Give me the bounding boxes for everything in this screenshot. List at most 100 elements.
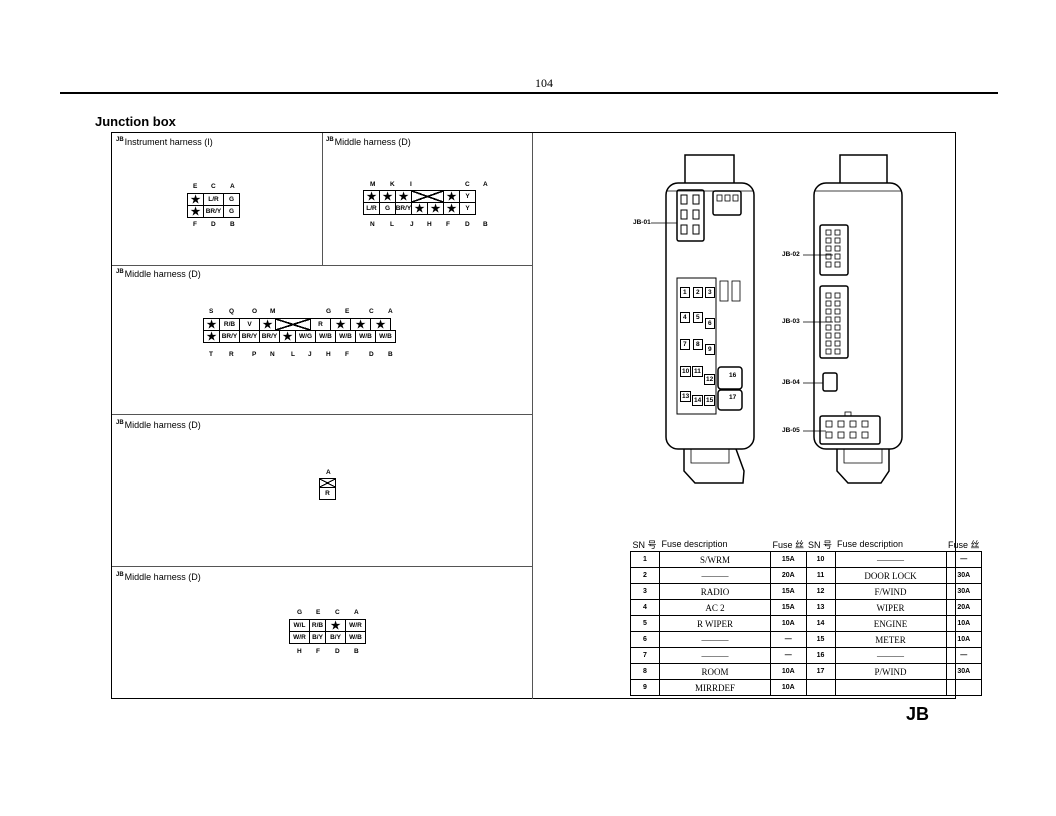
pin-label: R bbox=[229, 351, 234, 358]
column-header: Fuse 丝 bbox=[946, 537, 982, 552]
callout-label: JB-02 bbox=[782, 251, 800, 258]
table-cell: ENGINE bbox=[834, 615, 947, 632]
pin: ★ bbox=[279, 330, 296, 343]
table-cell: F/WIND bbox=[834, 583, 947, 600]
pin-label: N bbox=[370, 221, 375, 228]
pin-label: E bbox=[193, 183, 198, 190]
table-cell: 10A bbox=[945, 615, 983, 632]
table-cell: MIRRDEF bbox=[659, 679, 771, 696]
pin-label: J bbox=[410, 221, 414, 228]
panel-title: JBMiddle harness (D) bbox=[116, 572, 201, 582]
pin-label: D bbox=[465, 221, 470, 228]
table-cell: 9 bbox=[630, 679, 660, 696]
pin: W/B bbox=[345, 631, 366, 644]
pin: W/B bbox=[355, 330, 376, 343]
table-cell: RADIO bbox=[659, 583, 771, 600]
panel-divider bbox=[532, 133, 533, 699]
pin-label: H bbox=[427, 221, 432, 228]
pin: BR/Y bbox=[203, 205, 224, 218]
panel-title: JBInstrument harness (I) bbox=[116, 137, 213, 147]
pin-label: N bbox=[270, 351, 275, 358]
callout-label: JB-05 bbox=[782, 427, 800, 434]
pin: BR/Y bbox=[239, 330, 260, 343]
pin: R bbox=[319, 487, 336, 500]
fuse-slot: 15 bbox=[704, 395, 716, 406]
table-cell: ——— bbox=[659, 567, 771, 584]
pin-label: G bbox=[326, 308, 332, 315]
fuse-slot: 2 bbox=[693, 287, 703, 298]
pin-label: E bbox=[316, 609, 321, 616]
pin: Y bbox=[459, 202, 476, 215]
column-header: SN 号 bbox=[630, 537, 660, 552]
table-cell: 15A bbox=[770, 583, 807, 600]
pin-label: C bbox=[369, 308, 374, 315]
table-cell: 13 bbox=[805, 599, 836, 616]
table-cell: 10A bbox=[770, 615, 807, 632]
pin-label: A bbox=[388, 308, 393, 315]
column-header: SN 号 bbox=[806, 537, 836, 552]
fuse-slot: 1 bbox=[680, 287, 690, 298]
table-cell: 16 bbox=[805, 647, 836, 664]
table-cell bbox=[945, 679, 983, 696]
pin: G bbox=[379, 202, 396, 215]
pin-label: D bbox=[335, 648, 340, 655]
table-cell: — bbox=[770, 631, 807, 648]
section-title: Junction box bbox=[95, 114, 176, 129]
table-row: 7————16———— bbox=[630, 647, 983, 664]
pin-label: L bbox=[291, 351, 295, 358]
pin-label: I bbox=[410, 181, 412, 188]
pin: W/B bbox=[315, 330, 336, 343]
pin-label: A bbox=[230, 183, 235, 190]
connector-instrument-harness: ★ L/R G ★ BR/Y G bbox=[187, 193, 240, 218]
table-cell: 10A bbox=[770, 679, 807, 696]
pin-label: P bbox=[252, 351, 257, 358]
pin-label: S bbox=[209, 308, 214, 315]
pin-label: A bbox=[354, 609, 359, 616]
table-cell: R WIPER bbox=[659, 615, 771, 632]
table-cell: ——— bbox=[834, 647, 947, 664]
pin-label: A bbox=[483, 181, 488, 188]
table-cell: METER bbox=[834, 631, 947, 648]
pin-label: F bbox=[193, 221, 197, 228]
pin: L/R bbox=[363, 202, 380, 215]
table-cell: 8 bbox=[630, 663, 660, 680]
panel-divider bbox=[112, 566, 532, 567]
pin-label: H bbox=[326, 351, 331, 358]
table-cell: 17 bbox=[805, 663, 836, 680]
pin-label: F bbox=[446, 221, 450, 228]
pin-label: O bbox=[252, 308, 258, 315]
panel-title: JBMiddle harness (D) bbox=[326, 137, 411, 147]
fuse-slot: 7 bbox=[680, 339, 690, 350]
pin-label: D bbox=[369, 351, 374, 358]
table-cell: 14 bbox=[805, 615, 836, 632]
table-cell: 1 bbox=[630, 551, 660, 568]
table-cell: — bbox=[945, 647, 983, 664]
page-number: 104 bbox=[535, 76, 553, 90]
table-cell: 30A bbox=[945, 567, 983, 584]
table-cell: 30A bbox=[945, 583, 983, 600]
table-cell bbox=[834, 679, 947, 696]
table-cell bbox=[805, 679, 836, 696]
pin-label: F bbox=[316, 648, 320, 655]
pin-label: Q bbox=[229, 308, 235, 315]
pin: W/G bbox=[295, 330, 316, 343]
pin: BR/Y bbox=[395, 202, 412, 215]
table-cell: P/WIND bbox=[834, 663, 947, 680]
pin: W/B bbox=[375, 330, 396, 343]
pin-label: K bbox=[390, 181, 395, 188]
pin-label: C bbox=[465, 181, 470, 188]
pin: ★ bbox=[411, 202, 428, 215]
pin: B/Y bbox=[309, 631, 326, 644]
pin-label: B bbox=[388, 351, 393, 358]
connector-middle-harness-1: ★ ★ ★ ★ Y L/R G BR/Y ★ ★ ★ Y bbox=[363, 190, 476, 215]
panel-divider bbox=[112, 265, 532, 266]
fuse-table-header: SN 号 Fuse description Fuse 丝 SN 号 Fuse d… bbox=[630, 537, 982, 552]
table-cell: 30A bbox=[945, 663, 983, 680]
